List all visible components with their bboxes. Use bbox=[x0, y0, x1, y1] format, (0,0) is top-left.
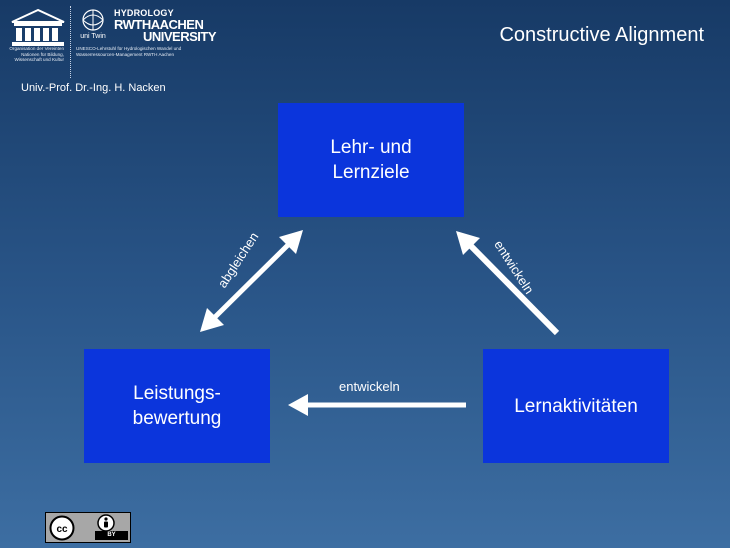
logo-separator bbox=[70, 6, 71, 78]
rwth-logo-line1: RWTHAACHEN bbox=[114, 17, 204, 32]
label-entwickeln-horizontal: entwickeln bbox=[339, 379, 400, 394]
license-by-label: BY bbox=[95, 531, 128, 540]
unitwin-globe-icon: uni Twin bbox=[80, 9, 106, 40]
box-lehr-und-lernziele: Lehr- und Lernziele bbox=[278, 103, 464, 217]
unitwin-label: uni Twin bbox=[80, 33, 106, 40]
cc-icon: cc bbox=[49, 515, 75, 541]
arrow-activities-to-assessment bbox=[288, 394, 466, 416]
box-activities-label: Lernaktivitäten bbox=[514, 395, 638, 417]
box-assessment-label: Leistungs- bewertung bbox=[132, 383, 222, 429]
unesco-temple-icon bbox=[11, 8, 65, 46]
double-arrow-abgleichen bbox=[200, 230, 303, 332]
hydrology-label: HYDROLOGY bbox=[114, 8, 174, 18]
arrow-activities-to-goals bbox=[456, 231, 560, 336]
attribution-icon bbox=[97, 514, 115, 532]
unitwin-logo: uni Twin bbox=[76, 8, 110, 40]
unesco-logo bbox=[8, 8, 68, 76]
box-leistungsbewertung: Leistungs- bewertung bbox=[84, 349, 270, 463]
unesco-chair-text: UNESCO-Lehrstuhl für Hydrologischen Wand… bbox=[76, 46, 182, 57]
box-lernaktivitaeten: Lernaktivitäten bbox=[483, 349, 669, 463]
unesco-organisation-text: Organisation der Vereinten Nationen für … bbox=[9, 46, 64, 63]
cc-by-license-badge: cc BY bbox=[45, 512, 131, 543]
box-goals-label: Lehr- und Lernziele bbox=[330, 137, 412, 183]
slide-title: Constructive Alignment bbox=[499, 24, 704, 46]
rwth-logo-line2: UNIVERSITY bbox=[143, 29, 217, 44]
svg-text:cc: cc bbox=[56, 524, 68, 535]
professor-name: Univ.-Prof. Dr.-Ing. H. Nacken bbox=[21, 82, 166, 94]
